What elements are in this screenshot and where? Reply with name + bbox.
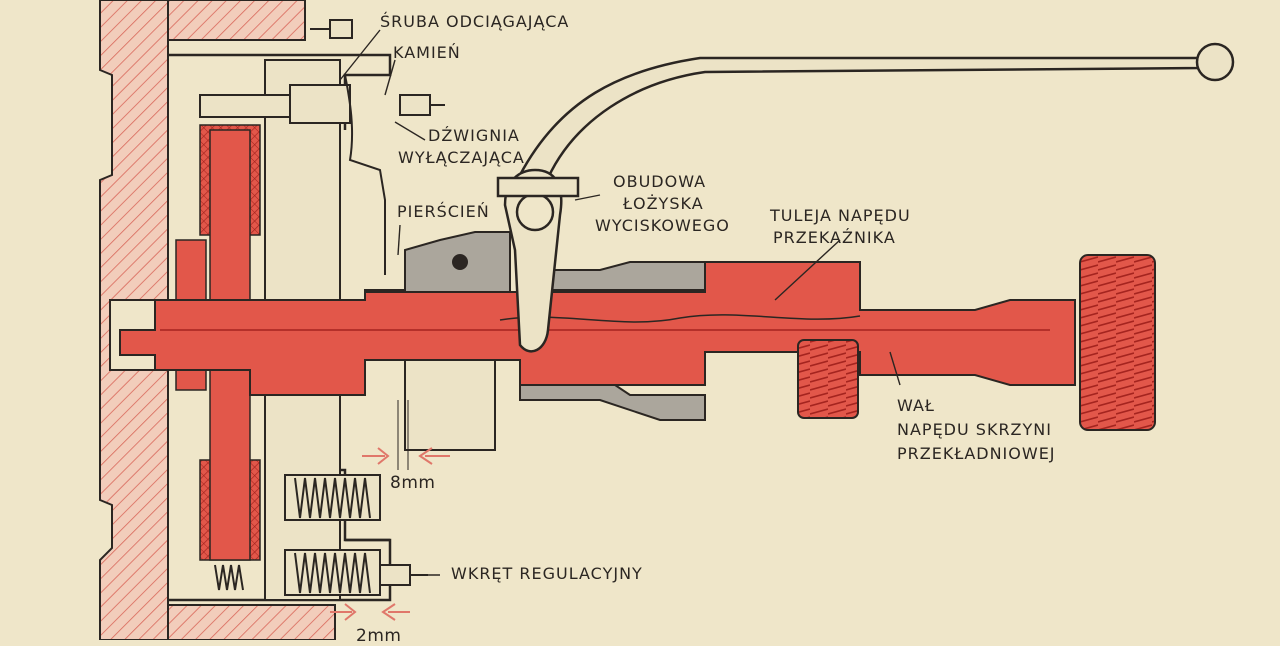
label-pierscien: PIERŚCIEŃ <box>397 202 490 221</box>
input-shaft <box>119 261 1076 396</box>
label-2mm: 2mm <box>356 626 402 646</box>
pressure-springs <box>214 474 381 596</box>
label-sruba-odciagajaca: ŚRUBA ODCIĄGAJĄCA <box>380 12 570 31</box>
leader-lines <box>339 29 901 576</box>
label-wkret-regulacyjny: WKRĘT REGULACYJNY <box>451 564 643 583</box>
label-obudowa-line1: OBUDOWA <box>613 172 707 191</box>
shaft-gears <box>797 254 1156 431</box>
label-8mm: 8mm <box>390 473 436 493</box>
label-dzwignia-line1: DŹWIGNIA <box>428 126 520 145</box>
dimension-arrows <box>330 400 450 621</box>
label-wal-line2: NAPĘDU SKRZYNI <box>897 420 1052 439</box>
label-obudowa-line2: ŁOŻYSKA <box>623 194 704 213</box>
release-lever-bolt <box>310 19 445 586</box>
release-fork <box>496 42 1235 353</box>
label-dzwignia-line2: WYŁĄCZAJĄCA <box>398 148 525 167</box>
label-tuleja-line1: TULEJA NAPĘDU <box>770 206 911 225</box>
label-wal-line1: WAŁ <box>897 396 935 415</box>
label-kamien: KAMIEŃ <box>393 43 461 62</box>
label-tuleja-line2: PRZEKAŹNIKA <box>773 228 896 247</box>
label-wal-line3: PRZEKŁADNIOWEJ <box>897 444 1056 463</box>
label-obudowa-line3: WYCISKOWEGO <box>595 216 730 235</box>
